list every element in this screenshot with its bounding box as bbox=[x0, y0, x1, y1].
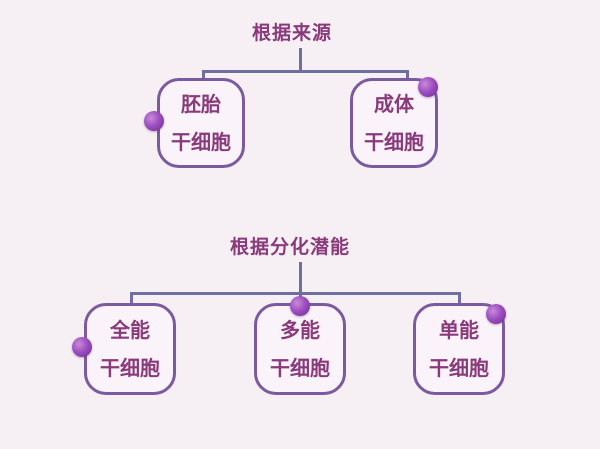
pluripotent-sublabel: 干细胞 bbox=[270, 356, 330, 380]
potency-horizontal-line bbox=[130, 292, 461, 295]
totipotent-sublabel: 干细胞 bbox=[100, 356, 160, 380]
adult-dot-icon bbox=[418, 77, 438, 97]
source-stem-line bbox=[299, 48, 302, 71]
potency-heading: 根据分化潜能 bbox=[230, 236, 351, 258]
adult-stem-cell-node: 成体 干细胞 bbox=[350, 78, 438, 168]
source-branch-right bbox=[406, 70, 409, 80]
potency-branch-right bbox=[458, 292, 461, 305]
adult-sublabel: 干细胞 bbox=[364, 130, 424, 154]
potency-branch-left bbox=[130, 292, 133, 305]
pluripotent-stem-cell-node: 多能 干细胞 bbox=[254, 303, 346, 395]
source-branch-left bbox=[202, 70, 205, 80]
potency-stem-line bbox=[299, 262, 302, 293]
embryonic-dot-icon bbox=[144, 111, 164, 131]
adult-label: 成体 bbox=[374, 92, 414, 116]
totipotent-dot-icon bbox=[72, 337, 92, 357]
totipotent-stem-cell-node: 全能 干细胞 bbox=[84, 303, 176, 395]
pluripotent-label: 多能 bbox=[280, 318, 320, 342]
unipotent-stem-cell-node: 单能 干细胞 bbox=[413, 303, 505, 395]
pluripotent-dot-icon bbox=[290, 296, 310, 316]
totipotent-label: 全能 bbox=[110, 318, 150, 342]
embryonic-label: 胚胎 bbox=[181, 92, 221, 116]
unipotent-sublabel: 干细胞 bbox=[429, 356, 489, 380]
source-heading: 根据来源 bbox=[252, 22, 333, 44]
source-horizontal-line bbox=[202, 70, 409, 73]
unipotent-label: 单能 bbox=[439, 318, 479, 342]
embryonic-stem-cell-node: 胚胎 干细胞 bbox=[157, 78, 245, 168]
unipotent-dot-icon bbox=[486, 304, 506, 324]
embryonic-sublabel: 干细胞 bbox=[171, 130, 231, 154]
